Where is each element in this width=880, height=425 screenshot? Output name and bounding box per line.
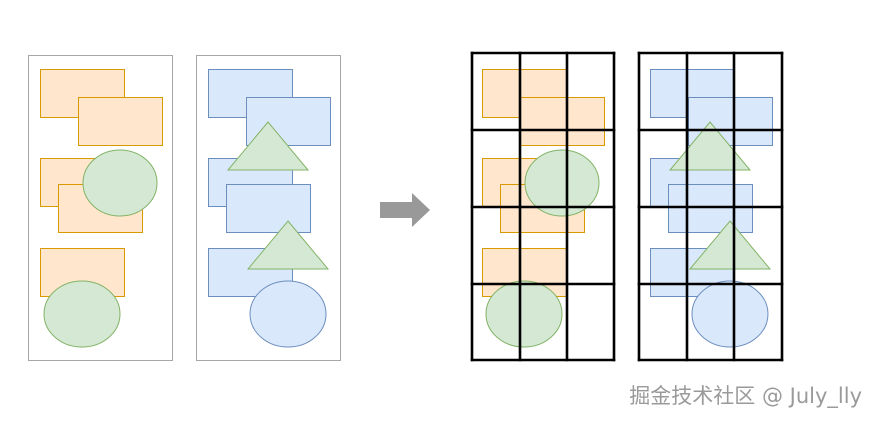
blue-rectangle (226, 184, 311, 233)
green-ellipse (43, 280, 121, 348)
green-triangle (226, 121, 310, 171)
gridded-panel-orange (470, 51, 616, 362)
blue-ellipse (249, 280, 327, 348)
green-ellipse (485, 280, 563, 348)
right-arrow-icon (380, 193, 430, 227)
gridded-panel-blue (637, 51, 784, 362)
panel-shapes (482, 69, 605, 348)
green-ellipse (524, 149, 600, 217)
blue-rectangle (668, 184, 753, 233)
green-triangle (688, 220, 772, 270)
panel-shapes (650, 69, 773, 348)
grid (637, 51, 784, 362)
orange-rectangle (520, 97, 605, 146)
green-ellipse (82, 149, 158, 217)
green-triangle (668, 121, 752, 171)
green-triangle (246, 220, 330, 270)
grid (470, 51, 616, 362)
orange-rectangle (78, 97, 163, 146)
blue-ellipse (691, 280, 769, 348)
input-panel-blue (196, 55, 341, 361)
input-panel-orange (28, 55, 173, 361)
watermark: 掘金技术社区 @ July_lly (629, 384, 862, 409)
